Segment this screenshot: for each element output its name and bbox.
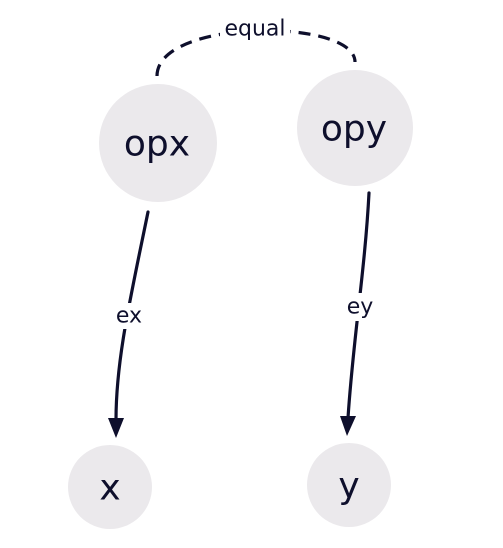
node-opx-circle [99,84,217,202]
node-y-circle [307,443,391,527]
edge-equal-line [155,29,357,77]
edge-ex-label: ex [116,304,142,329]
edge-equal: equal [155,17,357,77]
node-y: y [307,443,391,527]
node-opx: opx [99,84,217,202]
node-y-label: y [338,466,359,507]
edge-ex: ex [108,210,150,438]
node-opx-label: opx [124,124,190,165]
edge-ey-arrowhead [340,416,356,436]
edge-equal-label: equal [224,17,285,42]
edge-ey-label-bg [340,293,380,321]
edge-equal-label-bg [220,17,290,41]
node-opy: opy [297,70,413,186]
node-x: x [68,445,152,529]
node-opy-circle [297,70,413,186]
edge-ey: ey [340,191,380,436]
edge-ex-label-bg [108,303,150,329]
node-x-circle [68,445,152,529]
edge-ex-arrowhead [108,418,124,438]
node-x-label: x [99,468,120,509]
node-opy-label: opy [321,109,387,150]
edge-ey-label: ey [347,295,374,320]
